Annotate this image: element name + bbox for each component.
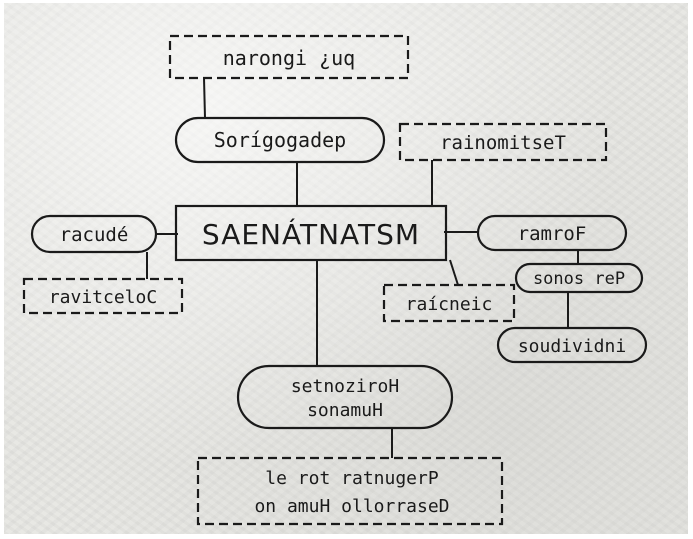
node-bottom-box: le rot ratnugerP on amuH ollorraseD: [196, 456, 504, 526]
node-right-oval-individuals-label: soudividni: [518, 336, 626, 357]
node-right-oval-form-label: ramroF: [518, 223, 587, 245]
node-left-oval-label: racudé: [60, 224, 129, 246]
node-left-box-label: ravitceloC: [49, 287, 157, 308]
node-top-box-label: narongi ¿uq: [223, 46, 355, 70]
paper-towel-background: [4, 3, 688, 534]
node-center: SAENÁTNATSM: [174, 204, 448, 262]
node-right-oval-persons-label: sonos reP: [533, 269, 625, 289]
node-left-oval: racudé: [30, 214, 158, 254]
node-bottom-oval-line-1: setnoziroH: [291, 376, 399, 397]
node-left-box: ravitceloC: [22, 277, 184, 315]
node-right-box-center: raícneic: [382, 283, 516, 323]
node-oval-top-label: Sorígogadep: [214, 128, 346, 152]
node-bottom-oval: setnoziroH sonamuH: [236, 364, 454, 430]
node-right-top-box: rainomitseT: [398, 122, 608, 162]
node-right-box-center-label: raícneic: [406, 294, 493, 315]
node-bottom-box-line-2: on amuH ollorraseD: [254, 496, 449, 517]
node-bottom-oval-line-2: sonamuH: [307, 400, 383, 421]
node-oval-top: Sorígogadep: [174, 116, 386, 164]
node-right-top-box-label: rainomitseT: [440, 132, 566, 154]
node-top-box: narongi ¿uq: [168, 34, 410, 80]
node-center-label: SAENÁTNATSM: [202, 217, 420, 251]
edge-top-box-to-oval: [203, 77, 206, 119]
node-right-oval-individuals: soudividni: [496, 326, 648, 364]
node-bottom-box-line-1: le rot ratnugerP: [265, 468, 439, 489]
node-right-oval-form: ramroF: [476, 214, 628, 252]
node-right-oval-persons: sonos reP: [514, 262, 644, 294]
edge-center-to-right-box: [449, 259, 459, 286]
